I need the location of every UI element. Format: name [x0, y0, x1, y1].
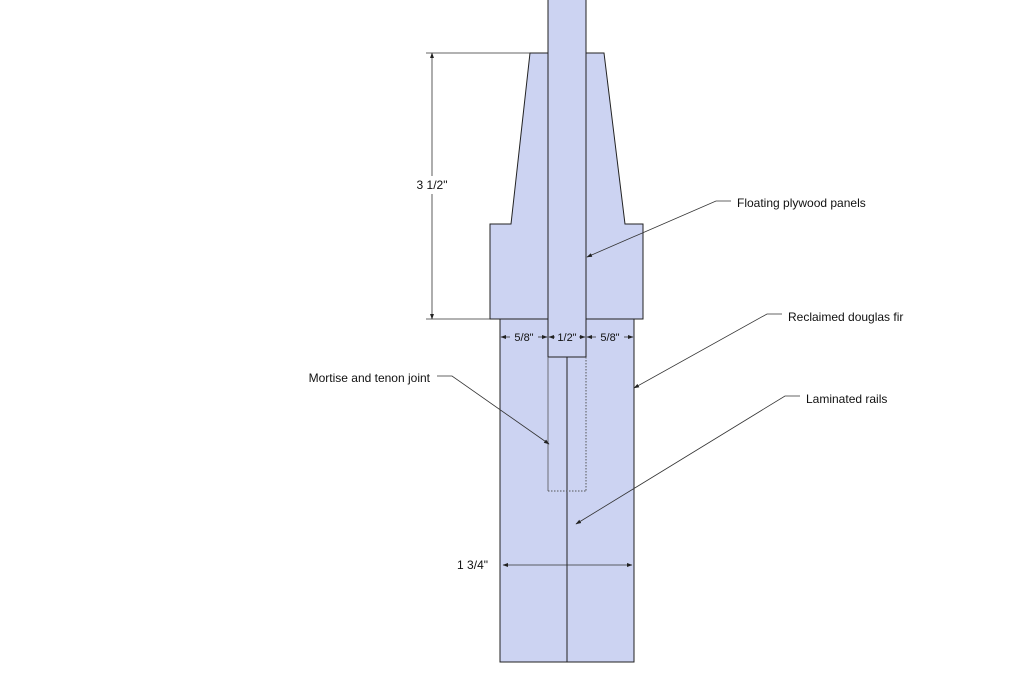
total-width-label: 1 3/4" — [457, 558, 488, 572]
laminated-rails-callout: Laminated rails — [806, 392, 887, 406]
right-width-label: 5/8" — [600, 332, 619, 344]
floating-panel — [547, 0, 587, 358]
mortise-tenon-leader — [437, 375, 550, 445]
center-width-label: 1/2" — [557, 332, 576, 344]
height-dimension-label: 3 1/2" — [417, 178, 448, 192]
mortise-tenon-callout: Mortise and tenon joint — [309, 371, 431, 385]
douglas-fir-leader — [633, 313, 782, 389]
floating-panel-callout: Floating plywood panels — [737, 196, 866, 210]
floating-panel-leader — [586, 200, 731, 258]
douglas-fir-callout: Reclaimed douglas fir — [788, 310, 903, 324]
laminated-rails-leader — [575, 395, 800, 525]
left-width-label: 5/8" — [514, 332, 533, 344]
